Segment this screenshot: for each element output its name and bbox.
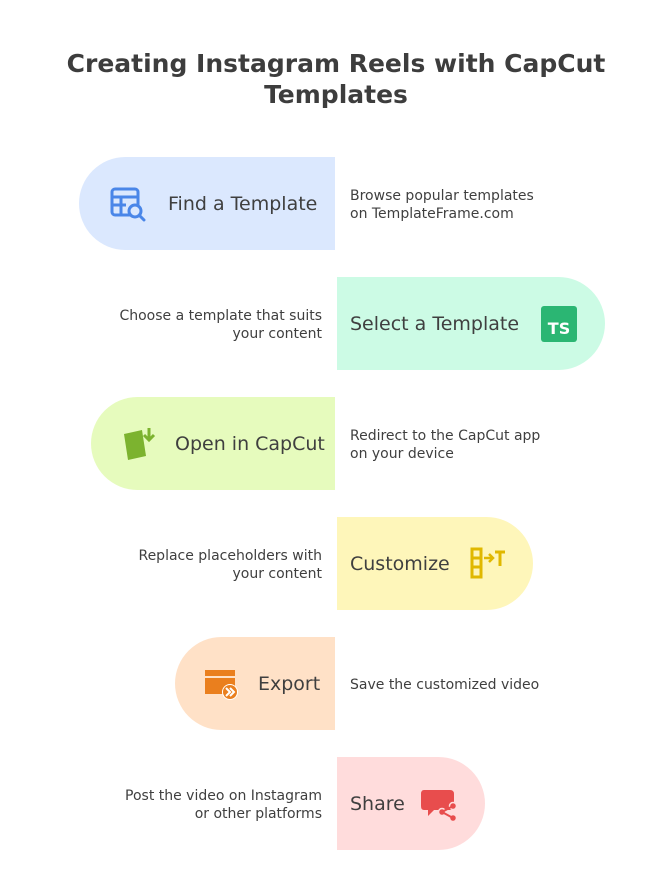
step-label: Customize	[350, 552, 450, 575]
chat-share-icon	[419, 784, 459, 824]
step-label: Open in CapCut	[175, 432, 325, 455]
step-description: Replace placeholders with your content	[138, 548, 322, 582]
file-download-icon	[118, 424, 158, 464]
step-description: Post the video on Instagram or other pla…	[125, 788, 322, 822]
step-label: Export	[258, 672, 321, 695]
ts-badge-text: TS	[548, 319, 570, 338]
step-description: Browse popular templates on TemplateFram…	[350, 188, 534, 222]
table-search-icon	[108, 184, 148, 224]
step-description: Redirect to the CapCut app on your devic…	[350, 428, 541, 462]
step-label: Select a Template	[350, 312, 520, 335]
step-find-template: Find a Template	[79, 157, 335, 250]
step-description: Choose a template that suits your conten…	[119, 308, 322, 342]
step-share: Share	[337, 757, 485, 850]
step-description: Save the customized video	[350, 677, 540, 693]
step-select-template: Select a Template TS	[337, 277, 605, 370]
step-export: Export	[175, 637, 335, 730]
step-label: Share	[350, 792, 405, 815]
video-export-icon	[202, 664, 242, 704]
step-open-capcut: Open in CapCut	[91, 397, 335, 490]
step-label: Find a Template	[168, 192, 318, 215]
step-customize: Customize	[337, 517, 533, 610]
title-line-1: Creating Instagram Reels with CapCut	[66, 49, 606, 78]
title-line-2: Templates	[264, 80, 408, 109]
typescript-icon: TS	[539, 304, 579, 344]
text-replace-icon	[468, 544, 508, 584]
diagram-title: Creating Instagram Reels with CapCut Tem…	[0, 48, 672, 110]
